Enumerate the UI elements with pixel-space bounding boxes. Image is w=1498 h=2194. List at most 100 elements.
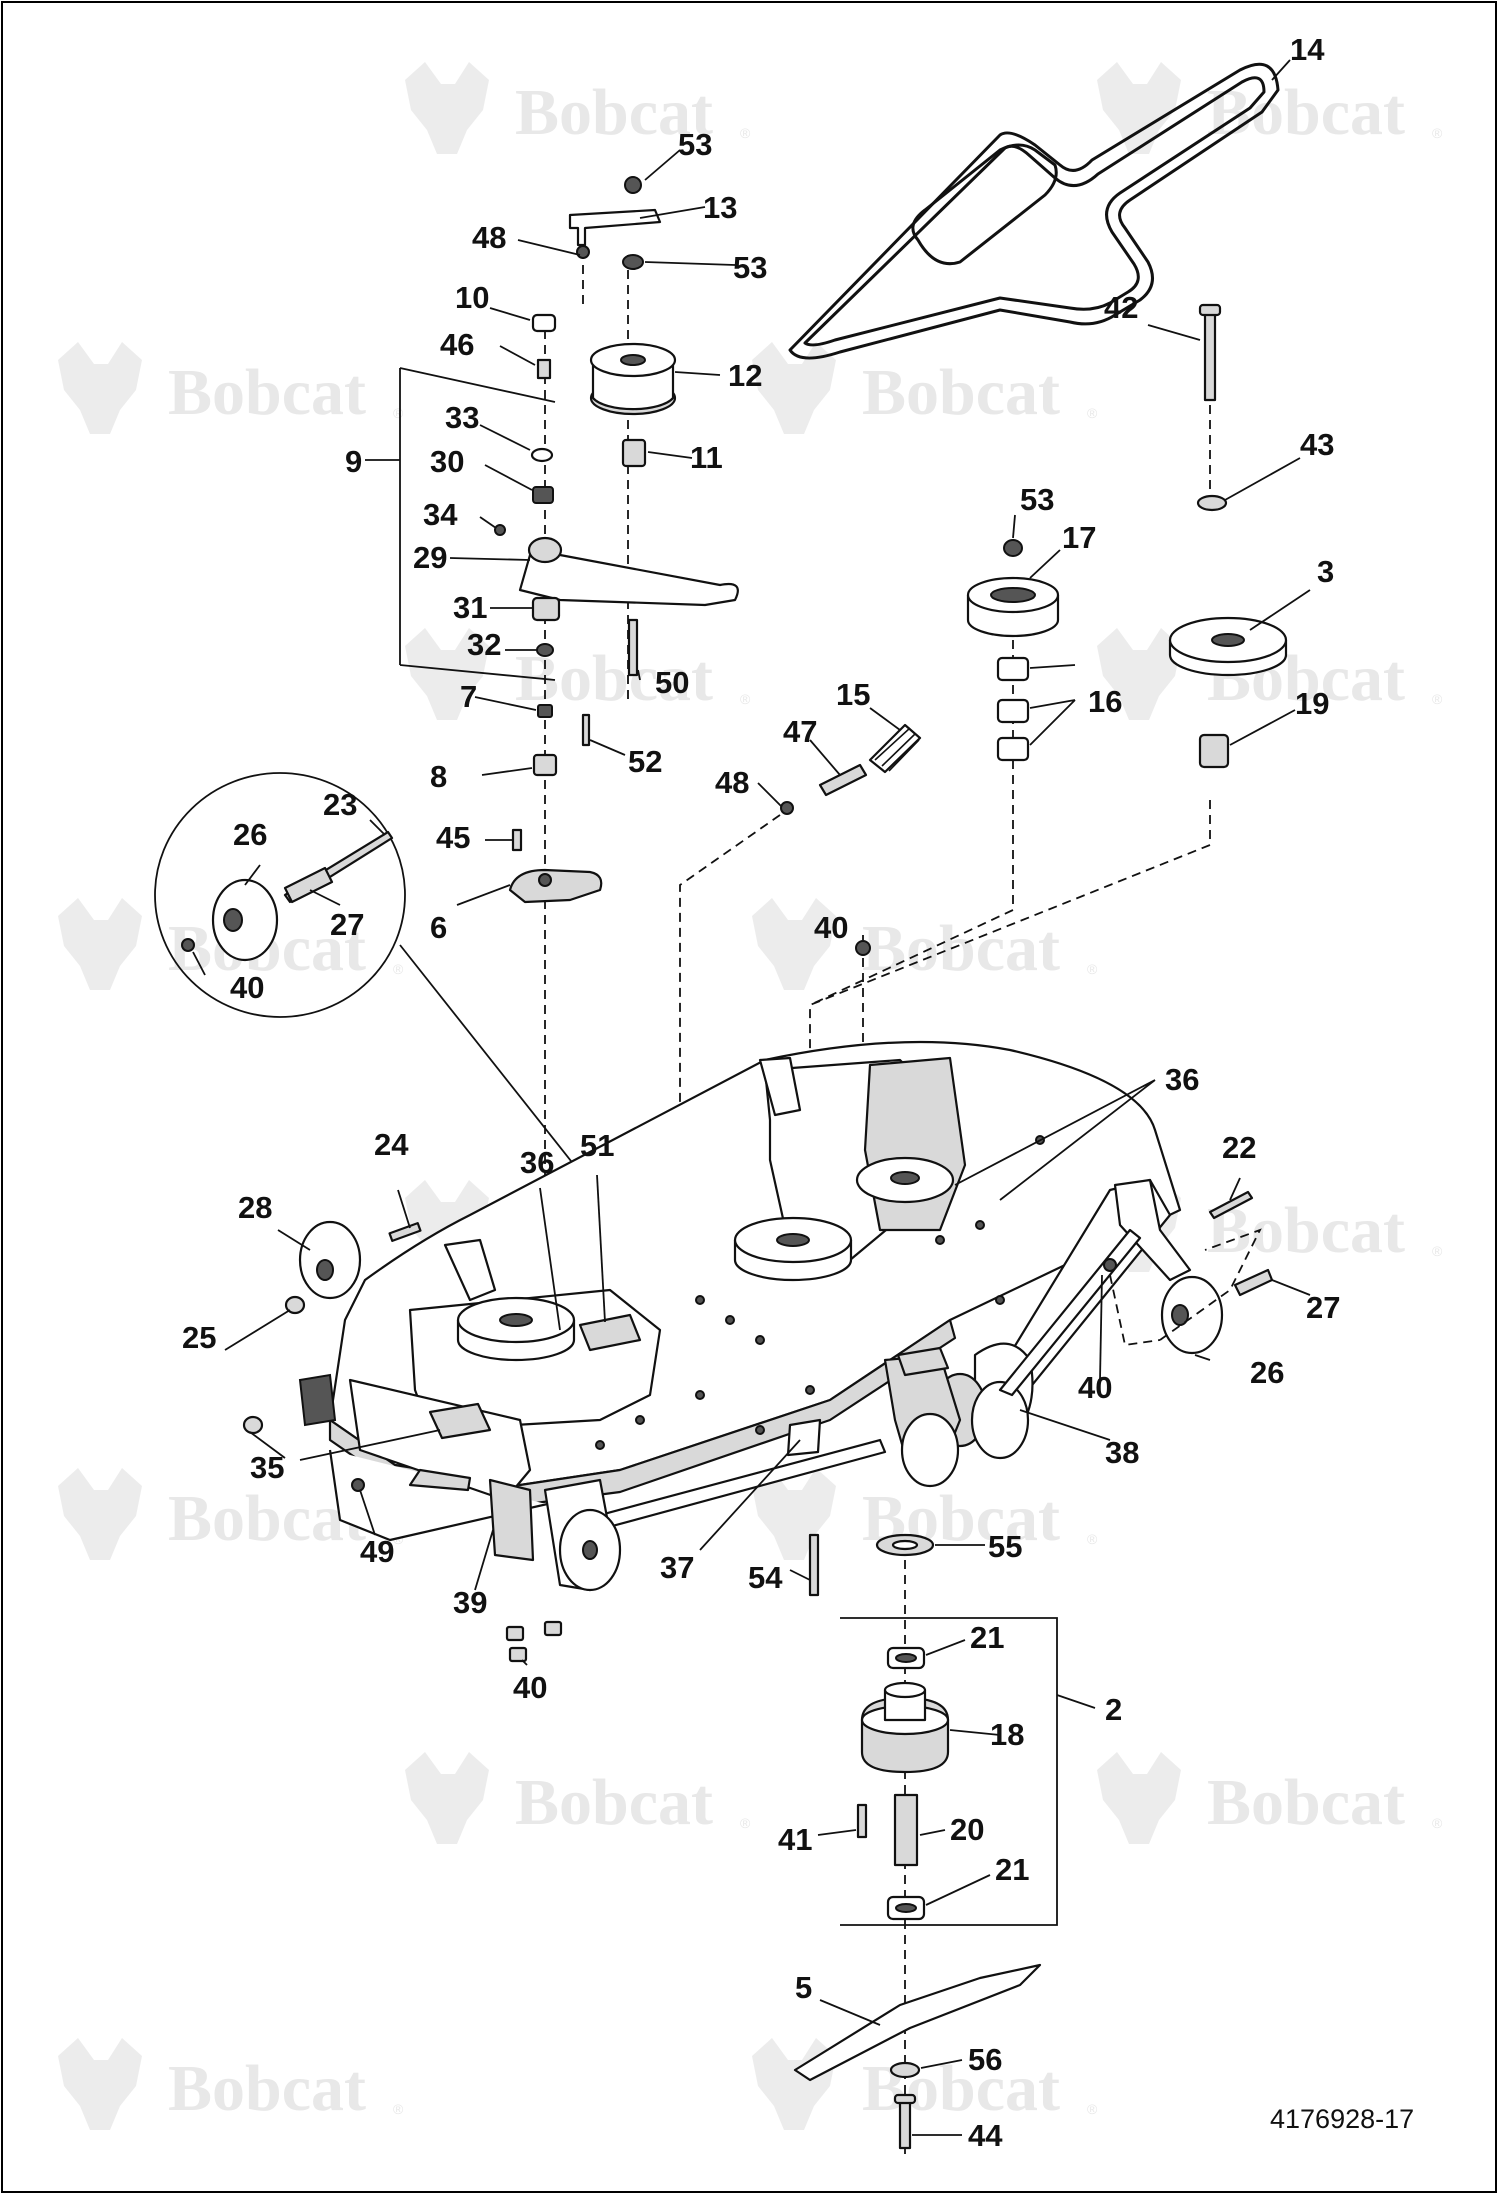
svg-text:®: ® <box>1087 961 1098 977</box>
spacer-8 <box>532 753 558 777</box>
callout: 53 <box>1020 482 1054 517</box>
callout: 39 <box>453 1585 487 1620</box>
callout: 21 <box>970 1620 1004 1655</box>
callout: 33 <box>445 400 479 435</box>
watermark: Bobcat ® <box>58 342 404 434</box>
callout: 9 <box>345 444 362 479</box>
svg-text:®: ® <box>1087 1531 1098 1547</box>
spacer-11 <box>621 438 647 468</box>
callout-labels: 14 53 13 48 53 10 46 12 42 33 11 9 30 43… <box>182 32 1340 2153</box>
nut-53 <box>624 176 642 194</box>
callout: 23 <box>323 787 357 822</box>
nut-25b <box>242 1415 264 1435</box>
washer-33 <box>530 447 554 463</box>
nut-40 <box>855 940 871 956</box>
callout: 21 <box>995 1852 1029 1887</box>
callout: 40 <box>1078 1370 1112 1405</box>
bolt-54 <box>808 1533 820 1597</box>
callout: 19 <box>1295 686 1329 721</box>
shaft-20 <box>893 1793 919 1867</box>
svg-text:®: ® <box>740 1815 751 1831</box>
washer-43 <box>1196 494 1228 512</box>
bushing-31 <box>531 596 561 622</box>
bolt-50 <box>627 618 639 677</box>
callout: 53 <box>678 127 712 162</box>
svg-text:®: ® <box>740 125 751 141</box>
watermark: Bobcat ® <box>752 2038 1098 2130</box>
washer-32 <box>536 643 554 657</box>
callout: 37 <box>660 1550 694 1585</box>
callout: 40 <box>230 970 264 1005</box>
deck-logo-plate <box>786 1418 822 1457</box>
drawing-number: 4176928-17 <box>1270 2104 1414 2134</box>
callout: 8 <box>430 759 447 794</box>
callout: 26 <box>1250 1355 1284 1390</box>
nut-25a <box>284 1295 306 1315</box>
svg-text:®: ® <box>1087 2101 1098 2117</box>
bolt-46 <box>536 358 552 380</box>
callout: 40 <box>513 1670 547 1705</box>
callout: 5 <box>795 1970 812 2005</box>
drive-belt <box>788 62 1280 360</box>
callout: 34 <box>423 497 458 532</box>
watermark: Bobcat ® <box>58 2038 404 2130</box>
callout: 11 <box>690 440 723 475</box>
callout: 17 <box>1062 520 1096 555</box>
callout: 47 <box>783 714 817 749</box>
gauge-wheel-left <box>242 1220 422 1435</box>
svg-text:Bobcat: Bobcat <box>862 2052 1060 2125</box>
callout: 13 <box>703 190 737 225</box>
callout: 48 <box>715 765 749 800</box>
svg-text:®: ® <box>1087 405 1098 421</box>
bolt-45 <box>511 828 523 852</box>
blade-5 <box>793 1963 1042 2082</box>
spring-15 <box>868 723 922 774</box>
callout: 48 <box>472 220 506 255</box>
bushing-27 <box>283 866 334 904</box>
svg-text:®: ® <box>1432 691 1443 707</box>
callout: 30 <box>430 444 464 479</box>
svg-text:Bobcat: Bobcat <box>862 912 1060 985</box>
bracket-6 <box>508 868 603 904</box>
callout: 2 <box>1105 1692 1122 1727</box>
callout: 36 <box>1165 1062 1199 1097</box>
bracket-13 <box>568 208 662 247</box>
watermark: Bobcat ® <box>1097 62 1443 154</box>
callout: 38 <box>1105 1435 1139 1470</box>
idler-arm-assembly <box>365 250 739 1325</box>
nut-30 <box>532 486 554 504</box>
svg-text:®: ® <box>1432 1815 1443 1831</box>
svg-text:Bobcat: Bobcat <box>862 356 1060 429</box>
callout: 7 <box>460 679 477 714</box>
svg-text:Bobcat: Bobcat <box>168 356 366 429</box>
callout: 41 <box>778 1822 812 1857</box>
idler-pulley-assembly <box>568 176 677 747</box>
callout: 54 <box>748 1560 783 1595</box>
callout: 52 <box>628 744 662 779</box>
callout: 29 <box>413 540 447 575</box>
callout: 27 <box>330 907 364 942</box>
svg-text:Bobcat: Bobcat <box>168 2052 366 2125</box>
spacer-16 <box>996 656 1030 682</box>
arm-hub <box>527 536 563 564</box>
watermark: Bobcat ® <box>752 898 1098 990</box>
watermark: Bobcat ® <box>1097 1180 1443 1272</box>
bracket-39 <box>488 1478 535 1562</box>
cap <box>531 313 557 333</box>
callout: 16 <box>1088 684 1122 719</box>
nut-40 <box>181 938 195 952</box>
callout: 18 <box>990 1717 1024 1752</box>
svg-text:Bobcat: Bobcat <box>515 76 713 149</box>
callout: 12 <box>728 358 762 393</box>
center-pulley-assembly <box>966 539 1060 910</box>
svg-text:®: ® <box>1432 125 1443 141</box>
pin-34 <box>494 524 506 536</box>
spacer-16c <box>996 736 1030 762</box>
nut-7 <box>537 704 553 718</box>
svg-text:®: ® <box>393 961 404 977</box>
wheel-26 <box>211 878 279 962</box>
callout: 3 <box>1317 554 1334 589</box>
callout: 55 <box>988 1529 1022 1564</box>
